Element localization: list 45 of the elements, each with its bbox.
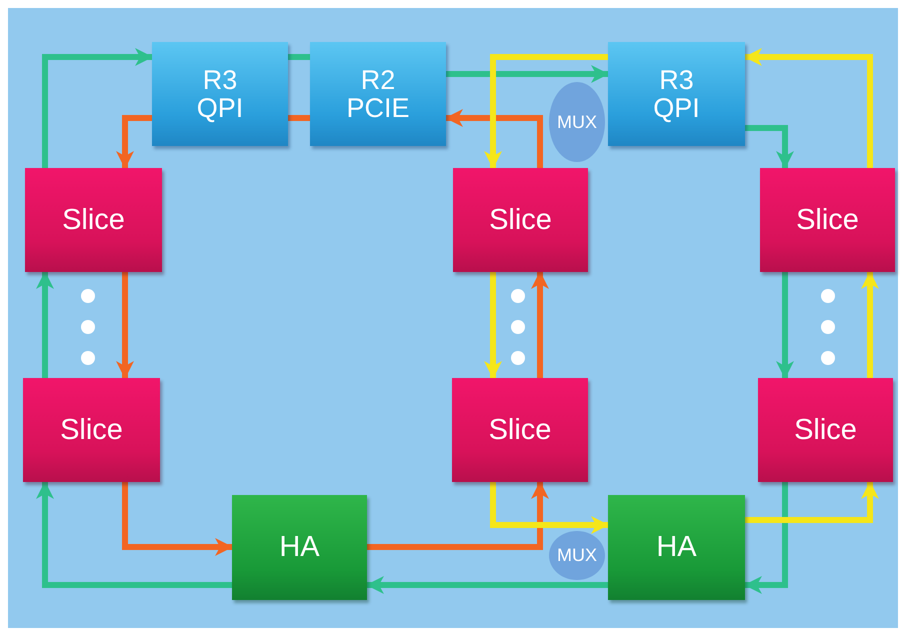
arrow [745,481,879,523]
node-label: HA [279,532,320,563]
node-label: Slice [489,204,552,236]
arrow [366,576,608,594]
slice-box [453,168,588,272]
node-label: Slice [60,414,123,446]
arrow [744,48,873,168]
arrow [42,48,153,168]
arrow [445,109,543,168]
router-box [608,42,745,146]
node-label: Slice [796,204,859,236]
node-label: Slice [488,414,552,446]
node-label: R3 QPI [196,66,244,122]
slice-box [23,378,160,482]
arrow [744,482,788,594]
arrow [776,272,794,379]
slice-box [760,168,895,272]
arrow [36,271,54,378]
home-agent-box [232,495,367,600]
router-box [310,42,446,146]
node-label: R3 QPI [653,66,700,122]
node-label: Slice [62,204,125,236]
mux-ellipse [549,531,605,580]
arrow [484,272,502,379]
arrow [490,482,609,534]
arrow [745,125,794,169]
node-label: R2 PCIE [346,66,410,122]
node-label: MUX [557,546,597,565]
router-box [152,42,288,146]
arrow [531,271,549,378]
mux-ellipse [549,82,605,162]
node-label: HA [656,532,697,563]
slice-box [758,378,893,482]
arrow [367,481,549,550]
arrow [122,482,233,556]
node-label: Slice [794,414,857,446]
arrow [861,271,879,378]
arrow [446,65,609,83]
arrow [484,54,608,169]
arrow [36,481,232,588]
home-agent-box [608,495,745,600]
arrow [116,272,134,379]
slice-box [25,168,162,272]
slice-box [452,378,588,482]
node-label: MUX [557,112,597,132]
